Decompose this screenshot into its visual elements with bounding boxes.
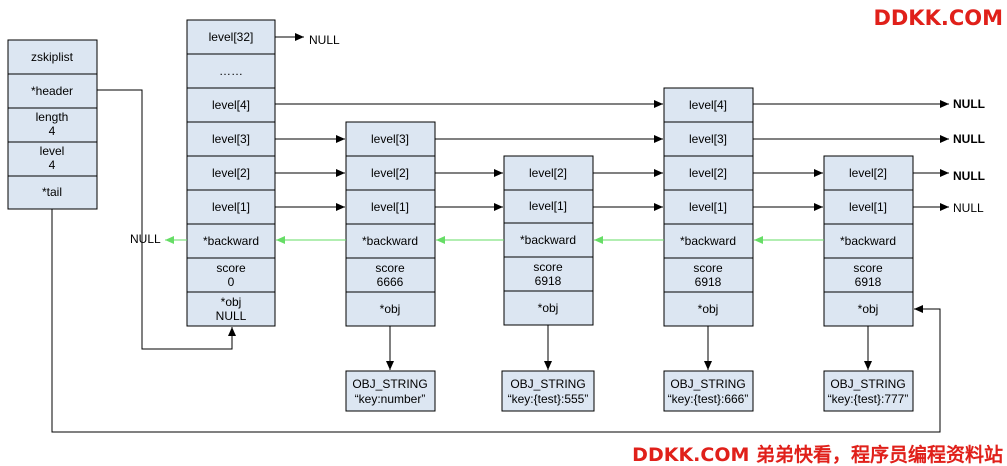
node-1-score-label: score [375,261,405,275]
obj-string-1: OBJ_STRING “key:number” [345,370,436,412]
null-label-l2: NULL [953,169,985,183]
node-4-level-1: level[1] [849,200,887,214]
node-1-backward: *backward [362,234,418,248]
node-1-obj: *obj [380,302,401,316]
node-3-obj: *obj [698,302,719,316]
node-3-level-3: level[3] [689,132,727,146]
obj-string-2: OBJ_STRING “key:{test}:555” [501,370,595,412]
header-obj-value: NULL [216,309,247,323]
null-label-l3: NULL [953,132,985,146]
forward-pointers [51,33,949,433]
zskiplist-header-field: *header [31,84,73,98]
node-3-level-2: level[2] [689,166,727,180]
obj-string-3: OBJ_STRING “key:{test}:666” [663,370,754,412]
zskiplist-struct: zskiplist *header length 4 level 4 *tail [7,39,98,210]
node-3-score-label: score [693,261,723,275]
node-4-obj: *obj [858,302,879,316]
zskiplist-length-label: length [36,110,69,124]
header-node: level[32] …… level[4] level[3] level[2] … [186,19,276,327]
null-label-l4: NULL [953,97,985,111]
zskiplist-level-label: level [40,144,65,158]
obj-string-2-value: “key:{test}:555” [508,392,589,406]
null-label-l1: NULL [953,201,984,215]
zskiplist-tail-field: *tail [42,185,62,199]
header-level-32: level[32] [209,30,254,44]
null-label-backward: NULL [130,232,161,246]
node-1-level-2: level[2] [371,166,409,180]
watermark-bottom: DDKK.COM 弟弟快看，程序员编程资料站 [632,443,1003,466]
node-3-level-1: level[1] [689,200,727,214]
node-4-backward: *backward [840,234,896,248]
header-backward: *backward [203,234,259,248]
node-1-score-value: 6666 [377,275,404,289]
node-3-score-value: 6918 [695,275,722,289]
node-2-level-2: level[2] [529,166,567,180]
obj-string-3-type: OBJ_STRING [670,377,745,391]
node-4-score-value: 6918 [855,275,882,289]
header-level-3: level[3] [212,132,250,146]
header-level-4: level[4] [212,98,250,112]
node-3: level[4] level[3] level[2] level[1] *bac… [663,87,754,327]
obj-string-3-value: “key:{test}:666” [668,392,749,406]
header-score-label: score [216,261,246,275]
obj-string-4: OBJ_STRING “key:{test}:777” [823,370,914,412]
node-4: level[2] level[1] *backward score 6918 *… [823,155,914,327]
node-3-backward: *backward [680,234,736,248]
obj-string-2-type: OBJ_STRING [510,377,585,391]
arrow-zskiplist-header [97,89,236,350]
null-label-l32: NULL [309,33,340,47]
watermark-top: DDKK.COM [873,6,1003,30]
header-level-2: level[2] [212,166,250,180]
header-obj-label: *obj [221,295,242,309]
node-4-score-label: score [853,261,883,275]
node-2: level[2] level[1] *backward score 6918 *… [503,155,594,326]
node-1-level-1: level[1] [371,200,409,214]
node-1-level-3: level[3] [371,132,409,146]
zskiplist-length-value: 4 [49,124,56,138]
header-score-value: 0 [228,275,235,289]
obj-string-1-value: “key:number” [355,392,426,406]
obj-string-4-type: OBJ_STRING [830,377,905,391]
obj-string-1-type: OBJ_STRING [352,377,427,391]
node-2-obj: *obj [538,301,559,315]
zskiplist-level-value: 4 [49,158,56,172]
zskiplist-title: zskiplist [31,50,74,64]
obj-string-4-value: “key:{test}:777” [828,392,909,406]
node-3-level-4: level[4] [689,98,727,112]
node-2-level-1: level[1] [529,199,567,213]
node-1: level[3] level[2] level[1] *backward sco… [345,121,436,327]
node-2-score-value: 6918 [535,274,562,288]
node-4-level-2: level[2] [849,166,887,180]
node-2-backward: *backward [520,233,576,247]
arrow-zskiplist-tail [51,209,941,433]
node-2-score-label: score [533,260,563,274]
header-level-ellipsis: …… [219,64,243,78]
header-level-1: level[1] [212,200,250,214]
